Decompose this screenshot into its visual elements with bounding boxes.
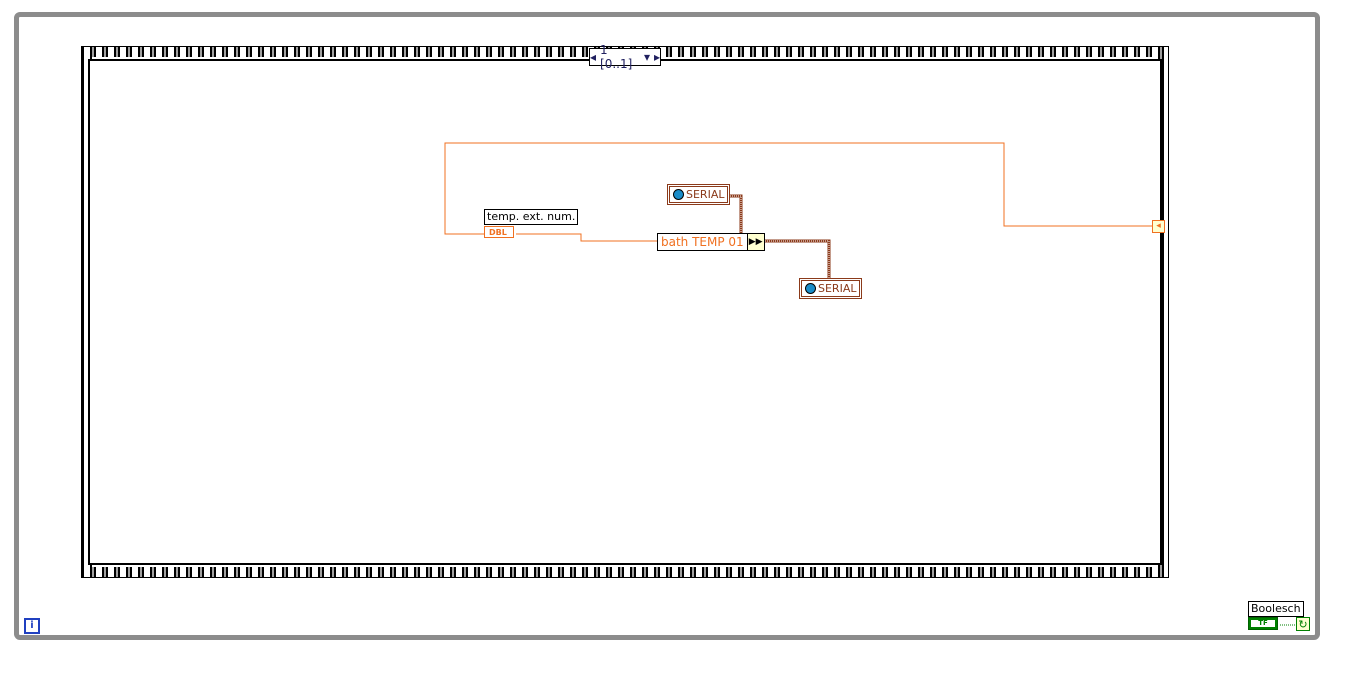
local-variable-label: temp. ext. num. — [484, 209, 579, 225]
refnum-wire-out-inner — [753, 240, 830, 278]
case-selector[interactable]: ◂ 1 [0..1] ▾ ▸ — [589, 43, 661, 71]
loop-condition-icon[interactable]: ↻ — [1296, 617, 1310, 631]
serial-refnum-top[interactable]: SERIAL — [667, 184, 731, 205]
reference-arrow-icon: ▶▶ — [746, 234, 764, 250]
boolean-type: TF — [1251, 620, 1275, 627]
info-icon[interactable]: i — [24, 618, 40, 634]
serial-label: SERIAL — [686, 188, 725, 201]
chevron-down-icon[interactable]: ▾ — [643, 50, 650, 64]
case-selector-label: 1 [0..1] — [600, 43, 633, 71]
property-node[interactable]: bath TEMP 01 ▶▶ — [657, 233, 765, 251]
local-variable-terminal[interactable]: DBL — [484, 226, 514, 238]
boolean-terminal[interactable]: TF — [1248, 617, 1278, 630]
property-node-label: bath TEMP 01 — [661, 235, 744, 249]
serial-refnum-bottom[interactable]: SERIAL — [799, 278, 863, 299]
globe-icon — [805, 283, 816, 294]
double-wire — [516, 233, 657, 242]
stop-control-label: Boolesch — [1248, 601, 1304, 617]
double-wire-shift — [444, 142, 1152, 235]
serial-label: SERIAL — [818, 282, 857, 295]
decrement-arrow-icon[interactable]: ◂ — [590, 50, 597, 64]
globe-icon — [673, 189, 684, 200]
refnum-wire-in-inner — [726, 195, 742, 234]
shift-register-tunnel-icon[interactable]: ◂ — [1152, 220, 1165, 233]
increment-arrow-icon[interactable]: ▸ — [653, 50, 660, 64]
